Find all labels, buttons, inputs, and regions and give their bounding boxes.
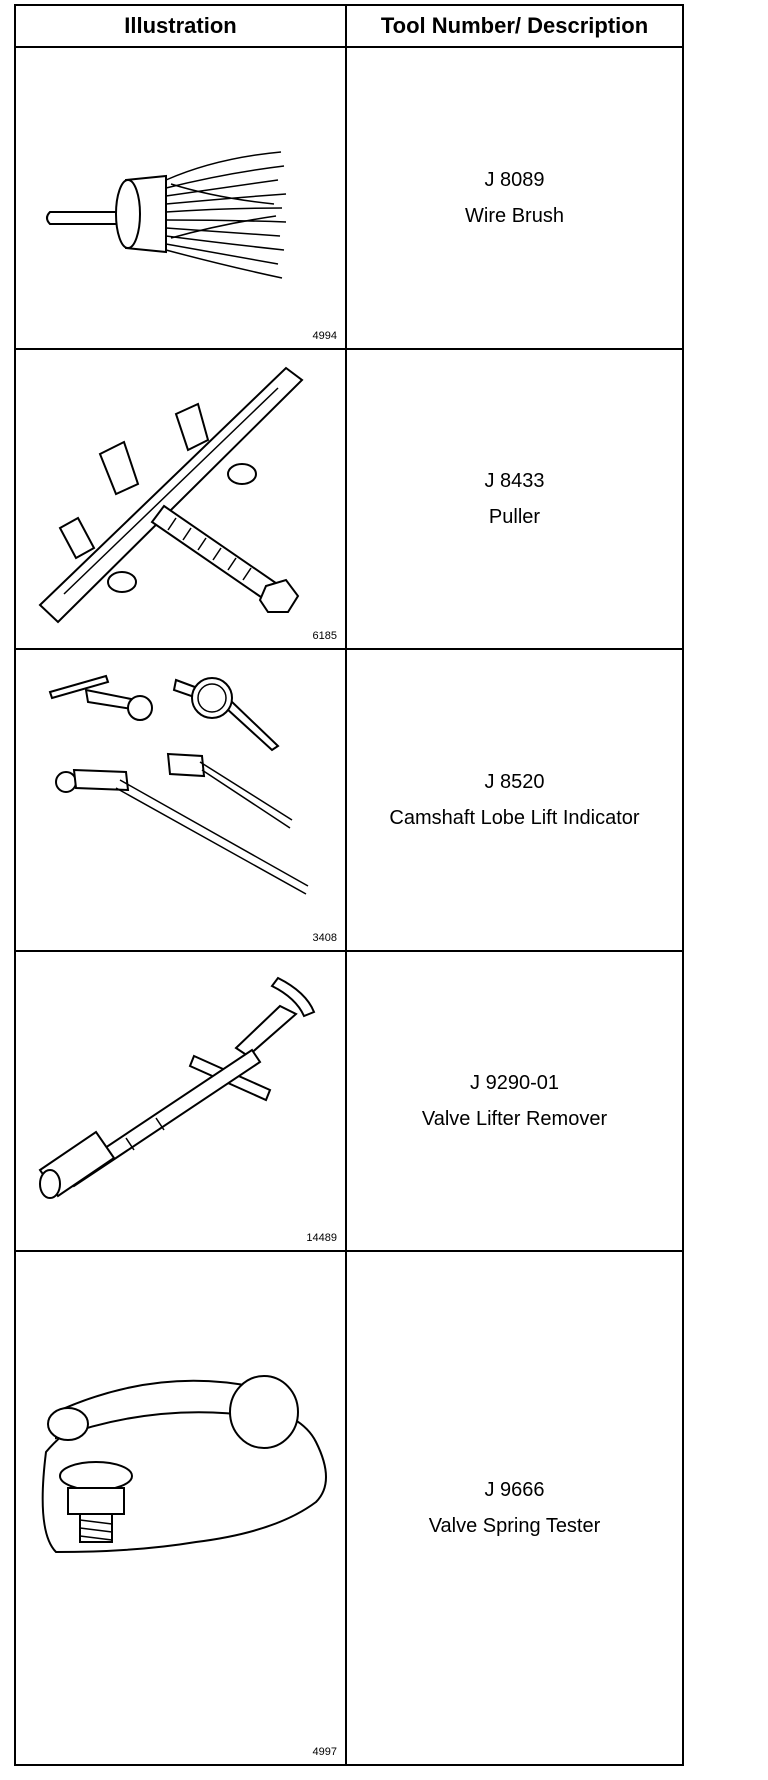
table-row: 14489 J 9290-01 Valve Lifter Remover (16, 952, 682, 1252)
tool-number: J 8089 (484, 169, 545, 191)
illustration-cell: 3408 (16, 650, 347, 950)
tool-number: J 8520 (484, 771, 545, 793)
illustration-cell: 14489 (16, 952, 347, 1250)
valve-spring-tester-icon (41, 1375, 327, 1554)
table-row: 6185 J 8433 Puller (16, 350, 682, 650)
figure-number: 4994 (312, 330, 337, 342)
tool-description: Puller (488, 506, 541, 528)
tool-description: Camshaft Lobe Lift Indicator (389, 807, 640, 829)
header-description: Tool Number/ Description (347, 6, 682, 48)
description-cell: J 9290-01 Valve Lifter Remover (347, 952, 682, 1250)
dial-indicator-icon (48, 674, 309, 895)
tool-number: J 9666 (484, 1479, 545, 1501)
valve-lifter-remover-icon (38, 976, 316, 1199)
description-cell: J 8433 Puller (347, 350, 682, 648)
table-row: 4994 J 8089 Wire Brush (16, 48, 682, 350)
figure-number: 6185 (312, 630, 337, 642)
puller-icon (38, 366, 304, 624)
wire-brush-icon (46, 151, 287, 279)
figure-number: 3408 (312, 932, 337, 944)
tool-description: Wire Brush (465, 205, 564, 227)
tool-number: J 9290-01 (470, 1072, 559, 1094)
tools-table: Illustration Tool Number/ Description 49… (14, 4, 684, 1766)
table-row: 3408 J 8520 Camshaft Lobe Lift Indicator (16, 650, 682, 952)
figure-number: 14489 (306, 1232, 337, 1244)
tool-number: J 8433 (484, 470, 545, 492)
illustration-cell: 4997 (16, 1252, 347, 1764)
illustration-cell: 4994 (16, 48, 347, 348)
tool-description: Valve Lifter Remover (421, 1108, 608, 1130)
tool-description: Valve Spring Tester (428, 1515, 601, 1537)
description-cell: J 8089 Wire Brush (347, 48, 682, 348)
illustration-cell: 6185 (16, 350, 347, 648)
description-cell: J 8520 Camshaft Lobe Lift Indicator (347, 650, 682, 950)
table-row: 4997 J 9666 Valve Spring Tester (16, 1252, 682, 1764)
description-cell: J 9666 Valve Spring Tester (347, 1252, 682, 1764)
header-illustration: Illustration (16, 6, 347, 48)
figure-number: 4997 (312, 1746, 337, 1758)
